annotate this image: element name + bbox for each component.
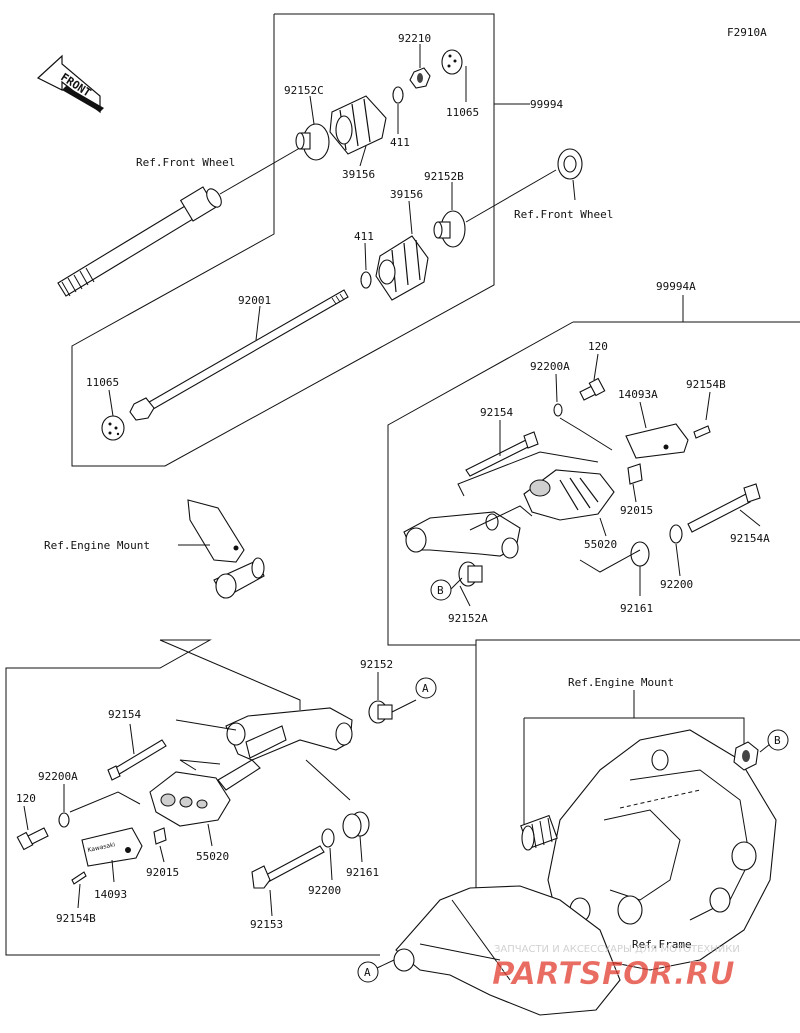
ref-circle-A-lower [357,961,379,983]
label-92200-lower: 92200 [308,884,341,897]
label-92152B: 92152B [424,170,464,183]
label-ref-front-wheel-1: Ref.Front Wheel [136,156,235,169]
label-92152: 92152 [360,658,393,671]
ref-circle-B-upper [430,579,452,601]
bolt-92001 [129,289,349,421]
label-99994: 99994 [530,98,563,111]
label-92154B-lower: 92154B [56,912,96,925]
collar-92152B [433,210,466,248]
label-92154-lower: 92154 [108,708,141,721]
label-39156-upper: 39156 [342,168,375,181]
label-92153: 92153 [250,918,283,931]
label-411-lower: 411 [354,230,374,243]
figure-code: F2910A [727,26,767,39]
label-ref-front-wheel-2: Ref.Front Wheel [514,208,613,221]
label-92161-upper: 92161 [620,602,653,615]
upper-kit-parts [403,377,761,587]
watermark-brand: PARTSFOR.RU [492,956,735,992]
ref-B-upper-label: B [437,584,444,597]
label-55020-lower: 55020 [196,850,229,863]
slider-39156-lower [375,235,429,301]
collar-92152C [295,123,330,161]
label-ref-engine-mount-2: Ref.Engine Mount [568,676,674,689]
leaders-99994A [449,353,761,607]
label-92154-upper: 92154 [480,406,513,419]
watermark: ЗАПЧАСТИ И АКСЕССУАРЫ ДЛЯ МОТОТЕХНИКИ PA… [492,944,740,992]
front-arrow-icon: FRONT [36,54,104,114]
watermark-tagline: ЗАПЧАСТИ И АКСЕССУАРЫ ДЛЯ МОТОТЕХНИКИ [494,944,740,955]
label-92152A: 92152A [448,612,488,625]
label-39156-lower: 39156 [390,188,423,201]
washer-411-lower [360,271,372,289]
label-92001: 92001 [238,294,271,307]
label-120-lower: 120 [16,792,36,805]
label-92200A-lower: 92200A [38,770,78,783]
lower-kit-parts: Kawasaki [16,700,393,889]
label-92015-lower: 92015 [146,866,179,879]
label-99994A: 99994A [656,280,696,293]
frame-engine-mount [393,690,777,1016]
nut-92210 [409,67,431,89]
label-92200A-upper: 92200A [530,360,570,373]
leader-ref-A-lower [376,959,395,969]
label-411-upper: 411 [390,136,410,149]
slider-39156-upper [329,95,387,155]
label-14093: 14093 [94,888,127,901]
ref-circle-A-lower-kit [415,677,437,699]
bearing-front-wheel [557,148,583,180]
ref-A-label-2: A [364,966,371,979]
kit-99994A-frame [5,295,800,956]
ref-circle-B-lower [767,729,789,751]
label-ref-engine-mount-1: Ref.Engine Mount [44,539,150,552]
leader-ref-B-lower [759,743,771,753]
engine-mount-bracket-upper [178,499,265,599]
label-11065-lower: 11065 [86,376,119,389]
front-axle [57,144,306,297]
leaders-99994 [108,44,576,417]
ref-B-lower-label: B [774,734,781,747]
label-92161-lower: 92161 [346,866,379,879]
label-92152C: 92152C [284,84,324,97]
label-ref-frame: Ref.Frame [632,938,692,951]
label-120-upper: 120 [588,340,608,353]
kit-99994-frame [71,13,530,467]
label-55020-upper: 55020 [584,538,617,551]
leader-front-wheel-2 [465,169,557,223]
label-92200-upper: 92200 [660,578,693,591]
washer-411-upper [392,86,404,104]
label-11065-upper: 11065 [446,106,479,119]
label-92015-upper: 92015 [620,504,653,517]
label-92154B-upper: 92154B [686,378,726,391]
cap-11065-lower [101,415,125,441]
label-14093A: 14093A [618,388,658,401]
leaders-lower-kit [23,672,417,917]
label-92210: 92210 [398,32,431,45]
ref-A-label-1: A [422,682,429,695]
cap-11065-upper [441,49,463,75]
label-92154A: 92154A [730,532,770,545]
